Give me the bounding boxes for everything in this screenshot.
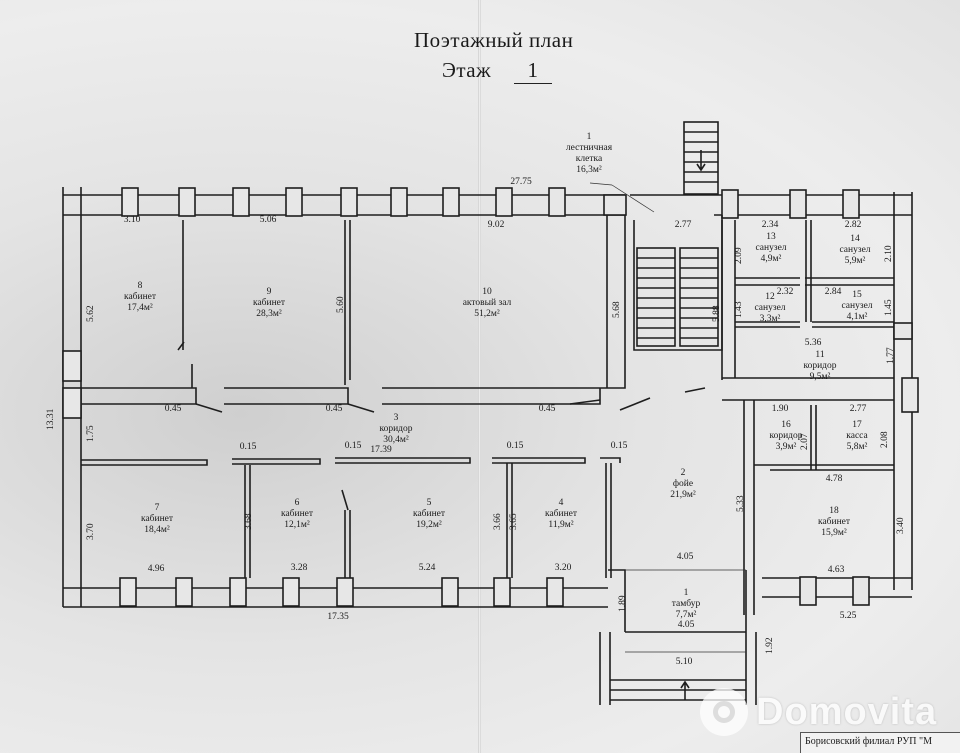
south-wall (63, 587, 608, 608)
dim: 4.78 (825, 474, 843, 484)
dim: 2.84 (824, 287, 842, 297)
vdim: 1.92 (765, 637, 775, 654)
vdim: 3.65 (509, 513, 519, 530)
dim: 0.15 (610, 441, 628, 451)
dim: 17.35 (327, 612, 349, 622)
vdim: 1.89 (618, 595, 628, 612)
dim: 5.36 (804, 338, 822, 348)
vdim: 5.68 (612, 301, 622, 318)
floor-label: Этаж (442, 58, 492, 82)
vdim: 2.08 (880, 431, 890, 448)
dim: 0.15 (506, 441, 524, 451)
dim: 4.05 (677, 620, 695, 630)
dim: 0.15 (344, 441, 362, 451)
floor-number: 1 (514, 58, 552, 84)
domovita-logo-icon (700, 688, 748, 736)
vdim: 3.40 (896, 517, 906, 534)
vdim: 5.33 (736, 495, 746, 512)
vdim: 5.62 (86, 305, 96, 322)
vdim: 1.43 (734, 301, 744, 318)
dim: 0.15 (239, 442, 257, 452)
plan-title: Поэтажный план (414, 28, 574, 52)
vdim: 3.66 (493, 513, 503, 530)
dim: 5.10 (675, 657, 693, 667)
dim: 3.10 (123, 215, 141, 225)
dim: 5.06 (259, 215, 277, 225)
vdim: 1.45 (884, 299, 894, 316)
vdim: 5.88 (712, 305, 722, 322)
dim: 0.45 (325, 404, 343, 414)
vdim: 1.75 (86, 425, 96, 442)
vdim: 1.77 (886, 347, 896, 364)
dim-total-width: 27.75 (510, 177, 532, 187)
corridor-south-wall (81, 457, 621, 466)
dim: 2.77 (674, 220, 692, 230)
north-wall-right (714, 194, 912, 216)
dim: 5.25 (839, 611, 857, 621)
vdim-total-height: 13.31 (46, 408, 56, 430)
dim: 0.45 (164, 404, 182, 414)
dim: 4.96 (147, 564, 165, 574)
paper-fold (478, 0, 481, 753)
dim: 2.77 (849, 404, 867, 414)
dim: 2.34 (761, 220, 779, 230)
watermark-text: Domovita (756, 690, 938, 733)
vdim: 3.68 (244, 513, 254, 530)
title-block-stamp: Борисовский филиал РУП "М (800, 732, 960, 753)
vdim: 3.70 (86, 523, 96, 540)
dim: 4.05 (676, 552, 694, 562)
vdim: 2.07 (800, 433, 810, 450)
south-wall-right (762, 577, 912, 598)
dim: 3.28 (290, 563, 308, 573)
vdim: 2.09 (734, 247, 744, 264)
dim: 4.63 (827, 565, 845, 575)
dim: 2.82 (844, 220, 862, 230)
vdim: 5.60 (336, 296, 346, 313)
dim: 9.02 (487, 220, 505, 230)
dim: 3.20 (554, 563, 572, 573)
domovita-watermark: Domovita (700, 688, 937, 736)
vdim: 2.10 (884, 245, 894, 262)
dim: 2.32 (776, 287, 794, 297)
corridor-north-wall (81, 215, 626, 405)
dim: 17.39 (370, 445, 392, 455)
dim: 0.45 (538, 404, 556, 414)
dim: 1.90 (771, 404, 789, 414)
dim: 5.24 (418, 563, 436, 573)
